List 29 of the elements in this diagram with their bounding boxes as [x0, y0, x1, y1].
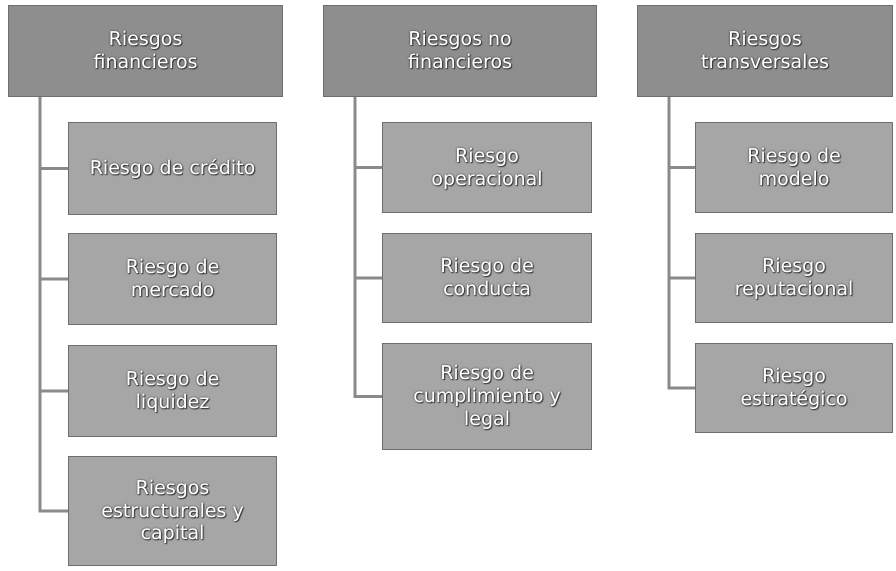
box-label: Riesgos transversales: [700, 28, 830, 74]
risk-box: [382, 122, 592, 213]
box-label: Riesgo estratégico: [739, 365, 849, 411]
box-label: Riesgos financieros: [92, 28, 199, 74]
risk-box: [695, 233, 893, 323]
connector-line: [668, 97, 695, 390]
risk-box: [68, 233, 277, 325]
box-label: Riesgo de mercado: [124, 256, 220, 302]
box-label: Riesgo operacional: [430, 144, 544, 190]
risk-box: [68, 345, 277, 437]
category-box: [637, 5, 893, 97]
box-label: Riesgo reputacional: [734, 255, 854, 301]
box-label: Riesgos no financieros: [406, 28, 514, 74]
risk-box: [695, 122, 893, 213]
risk-box: [68, 456, 277, 566]
box-label: Riesgo de modelo: [746, 144, 842, 190]
risk-box: [695, 343, 893, 433]
risk-box: [68, 122, 277, 215]
box-label: Riesgo de liquidez: [124, 368, 220, 414]
risk-box: [382, 343, 592, 450]
box-label: Riesgo de cumplimiento y legal: [412, 362, 562, 431]
category-box: [8, 5, 283, 97]
risk-box: [382, 233, 592, 323]
category-box: [323, 5, 597, 97]
connector-line: [38, 97, 68, 512]
box-label: Riesgos estructurales y capital: [100, 476, 245, 546]
box-label: Riesgo de conducta: [439, 255, 535, 301]
box-label: Riesgo de crédito: [88, 157, 256, 180]
connector-line: [354, 97, 382, 398]
